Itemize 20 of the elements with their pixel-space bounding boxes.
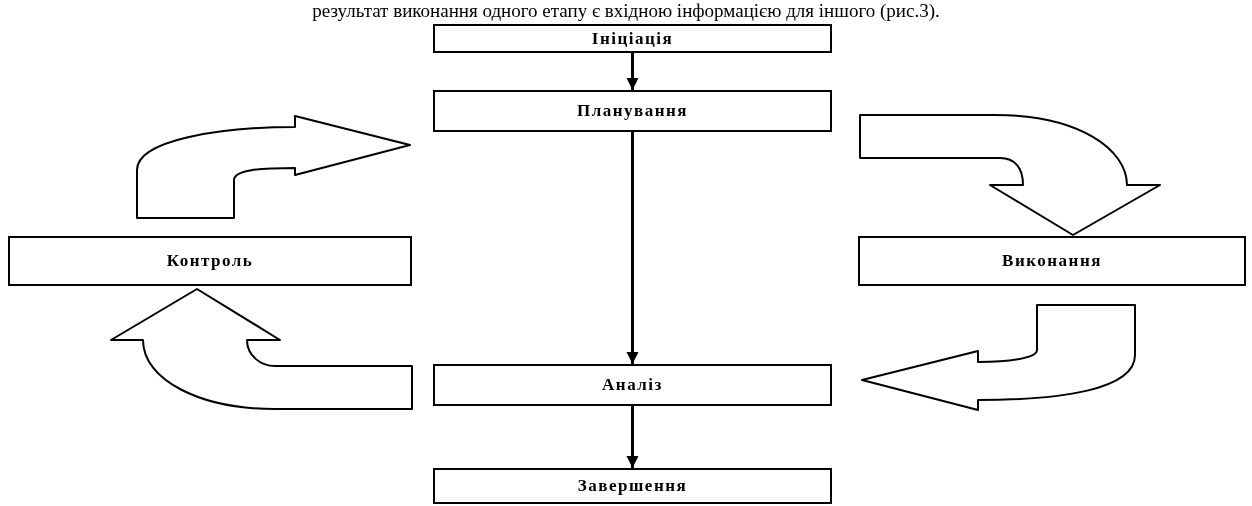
process-box <box>433 90 832 132</box>
process-box <box>433 364 832 406</box>
box-label: Ініціація <box>591 28 674 49</box>
arrow <box>626 53 639 90</box>
block-arrow <box>110 288 413 410</box>
block-arrow <box>859 114 1161 236</box>
box-label: Контроль <box>166 251 254 271</box>
process-box <box>433 468 832 504</box>
box-label: Аналіз <box>602 375 663 395</box>
box-label: Завершення <box>577 476 688 496</box>
block-arrow <box>136 115 411 219</box>
process-box <box>858 236 1246 286</box>
body-text: результат виконання одного етапу є вхідною інформацією для іншого (рис.3). <box>311 0 941 22</box>
block-arrow <box>861 304 1136 411</box>
arrow <box>626 406 639 468</box>
box-label: Планування <box>577 101 688 121</box>
process-box <box>433 24 832 53</box>
box-label: Виконання <box>1002 251 1102 271</box>
arrow <box>626 132 639 364</box>
process-box <box>8 236 412 286</box>
